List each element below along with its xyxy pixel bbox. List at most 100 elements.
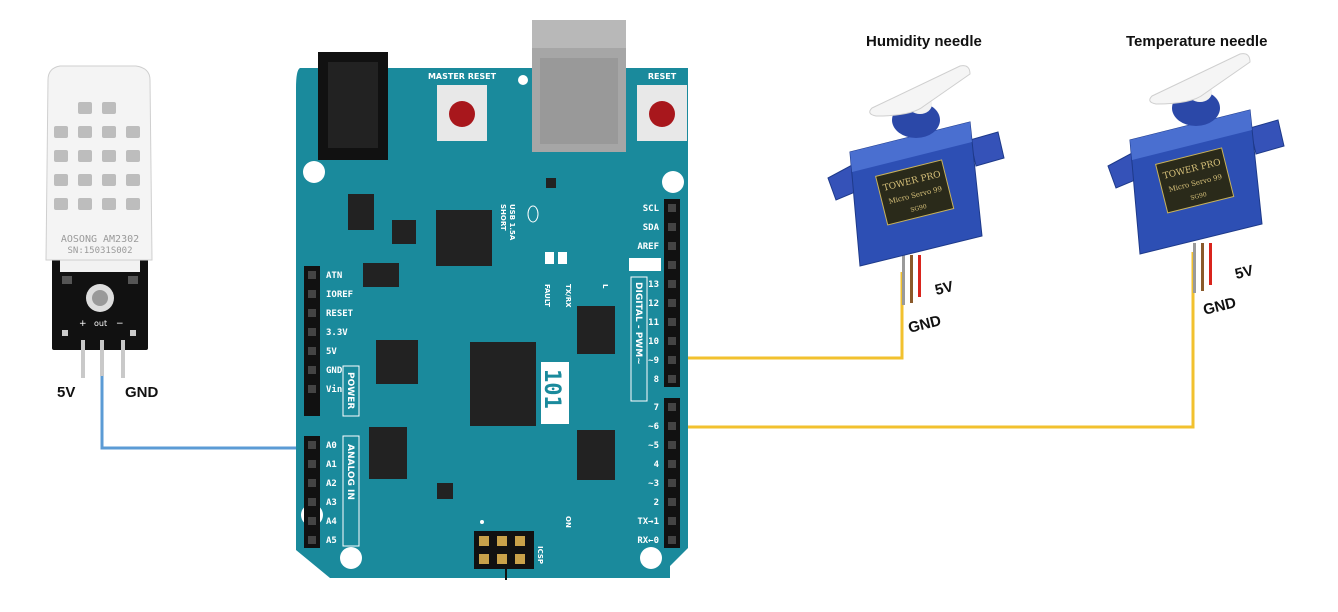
- servo-wire-ground: [1193, 243, 1196, 293]
- sensor-vent: [102, 126, 116, 138]
- sensor-brand-text: AOSONG AM2302: [61, 234, 139, 245]
- analog-label-a2: A2: [326, 479, 337, 489]
- temperature-needle-title: Temperature needle: [1126, 33, 1268, 50]
- sensor-pin-vcc: [81, 340, 85, 378]
- digital-label-3: ~3: [648, 479, 659, 489]
- digital-label-11: 11: [648, 318, 659, 328]
- digital-label-tx-1: TX→1: [637, 517, 659, 527]
- power-hole-ioref[interactable]: [308, 290, 316, 298]
- digital-hole-10[interactable]: [668, 337, 676, 345]
- power-hole-gnd[interactable]: [308, 366, 316, 374]
- l-label: L: [601, 284, 609, 289]
- analog-header-label: ANALOG IN: [345, 444, 355, 500]
- sensor-vent: [102, 174, 116, 186]
- digital-label-9: ~9: [648, 356, 659, 366]
- digital-label-5: ~5: [648, 441, 659, 451]
- sensor-vent: [54, 126, 68, 138]
- arduino-101-board: MASTER RESET RESET USB 1.5A SHORT FAULT …: [296, 20, 688, 580]
- sensor-vent: [126, 126, 140, 138]
- icsp-header: [474, 531, 534, 569]
- sensor-vent: [54, 198, 68, 210]
- digital-hole-3[interactable]: [668, 479, 676, 487]
- power-hole-vin[interactable]: [308, 385, 316, 393]
- digital-hole-4[interactable]: [668, 460, 676, 468]
- sensor-serial-text: SN:15031S002: [67, 246, 132, 256]
- icsp-label: ICSP: [536, 546, 544, 564]
- sensor-vent: [78, 102, 92, 114]
- sensor-pin-mark-minus: −: [116, 319, 124, 329]
- sensor-vent: [78, 150, 92, 162]
- sensor-5v-label: 5V: [57, 384, 76, 401]
- analog-hole-a5[interactable]: [308, 536, 316, 544]
- digital-hole-9[interactable]: [668, 356, 676, 364]
- sensor-pin-data: [100, 340, 104, 376]
- digital-label-scl: SCL: [643, 204, 660, 214]
- power-label-gnd: GND: [326, 366, 343, 376]
- power-header: [304, 266, 320, 416]
- sensor-vent: [54, 150, 68, 162]
- digital-hole-7[interactable]: [668, 403, 676, 411]
- digital-hole-11[interactable]: [668, 318, 676, 326]
- power-label-reset: RESET: [326, 309, 354, 319]
- analog-label-a4: A4: [326, 517, 337, 527]
- digital-hole-2[interactable]: [668, 498, 676, 506]
- power-label-atn: ATN: [326, 271, 342, 281]
- sensor-vent: [102, 150, 116, 162]
- sensor-vent: [78, 198, 92, 210]
- master-reset-label: MASTER RESET: [428, 72, 497, 81]
- power-hole-reset[interactable]: [308, 309, 316, 317]
- digital-hole-tx-1[interactable]: [668, 517, 676, 525]
- digital-hole-8[interactable]: [668, 375, 676, 383]
- digital-label-10: 10: [648, 337, 659, 347]
- digital-label-gnd: GND: [643, 261, 660, 271]
- analog-hole-a0[interactable]: [308, 441, 316, 449]
- digital-hole-6[interactable]: [668, 422, 676, 430]
- sensor-vent: [78, 174, 92, 186]
- power-hole-5v[interactable]: [308, 347, 316, 355]
- digital-hole-13[interactable]: [668, 280, 676, 288]
- digital-hole-rx-0[interactable]: [668, 536, 676, 544]
- digital-header-label: DIGITAL - PWM~: [633, 282, 643, 365]
- digital-hole-scl[interactable]: [668, 204, 676, 212]
- digital-label-aref: AREF: [637, 242, 659, 252]
- servo-code-text: SG90: [910, 203, 928, 214]
- digital-hole-sda[interactable]: [668, 223, 676, 231]
- servo-horn: [869, 65, 971, 117]
- usb-note-2: SHORT: [499, 204, 507, 231]
- model-text: 101: [539, 369, 564, 409]
- servo-wire-brown: [1201, 243, 1204, 291]
- analog-label-a0: A0: [326, 441, 337, 451]
- digital-label-6: ~6: [648, 422, 659, 432]
- analog-hole-a1[interactable]: [308, 460, 316, 468]
- power-header-label: POWER: [345, 372, 355, 409]
- power-label-3-3v: 3.3V: [326, 328, 348, 338]
- analog-hole-a4[interactable]: [308, 517, 316, 525]
- digital-hole-gnd[interactable]: [668, 261, 676, 269]
- servo-tab-right: [969, 131, 1005, 167]
- analog-hole-a2[interactable]: [308, 479, 316, 487]
- analog-wire: [100, 375, 300, 450]
- fault-label: FAULT: [543, 284, 551, 307]
- servo-code-text: SG90: [1190, 191, 1208, 202]
- servo-horn: [1149, 53, 1251, 105]
- analog-label-a1: A1: [326, 460, 337, 470]
- digital-label-2: 2: [654, 498, 659, 508]
- digital-header-bottom: [664, 398, 680, 548]
- humidity-needle-title: Humidity needle: [866, 33, 982, 50]
- servo-label-plate: [1155, 147, 1235, 214]
- sensor-vent: [54, 174, 68, 186]
- digital-hole-12[interactable]: [668, 299, 676, 307]
- digital-hole-aref[interactable]: [668, 242, 676, 250]
- digital-label-7: 7: [654, 403, 659, 413]
- gnd-highlight: [629, 258, 661, 271]
- reset-label: RESET: [648, 72, 677, 81]
- power-hole-atn[interactable]: [308, 271, 316, 279]
- analog-hole-a3[interactable]: [308, 498, 316, 506]
- sensor-gnd-label: GND: [125, 384, 159, 401]
- servo-wire-ground: [902, 255, 905, 305]
- power-hole-3-3v[interactable]: [308, 328, 316, 336]
- digital-hole-5[interactable]: [668, 441, 676, 449]
